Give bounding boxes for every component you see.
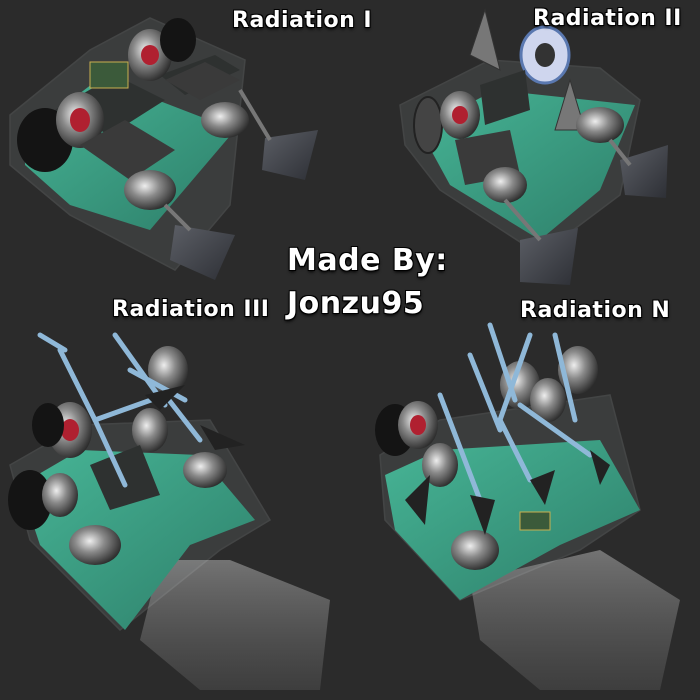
title-radiation-1: Radiation I [232,8,373,33]
title-radiation-4: Radiation N [520,298,671,323]
title-radiation-3: Radiation III [112,297,270,322]
robot-radiation-4 [375,322,680,690]
credit-author: Jonzu95 [287,286,425,321]
title-radiation-2: Radiation II [533,6,682,31]
robot-radiation-3 [8,332,330,690]
credit-label: Made By: [287,243,448,278]
robot-radiation-2 [399,8,668,285]
robot-radiation-1 [9,17,318,280]
